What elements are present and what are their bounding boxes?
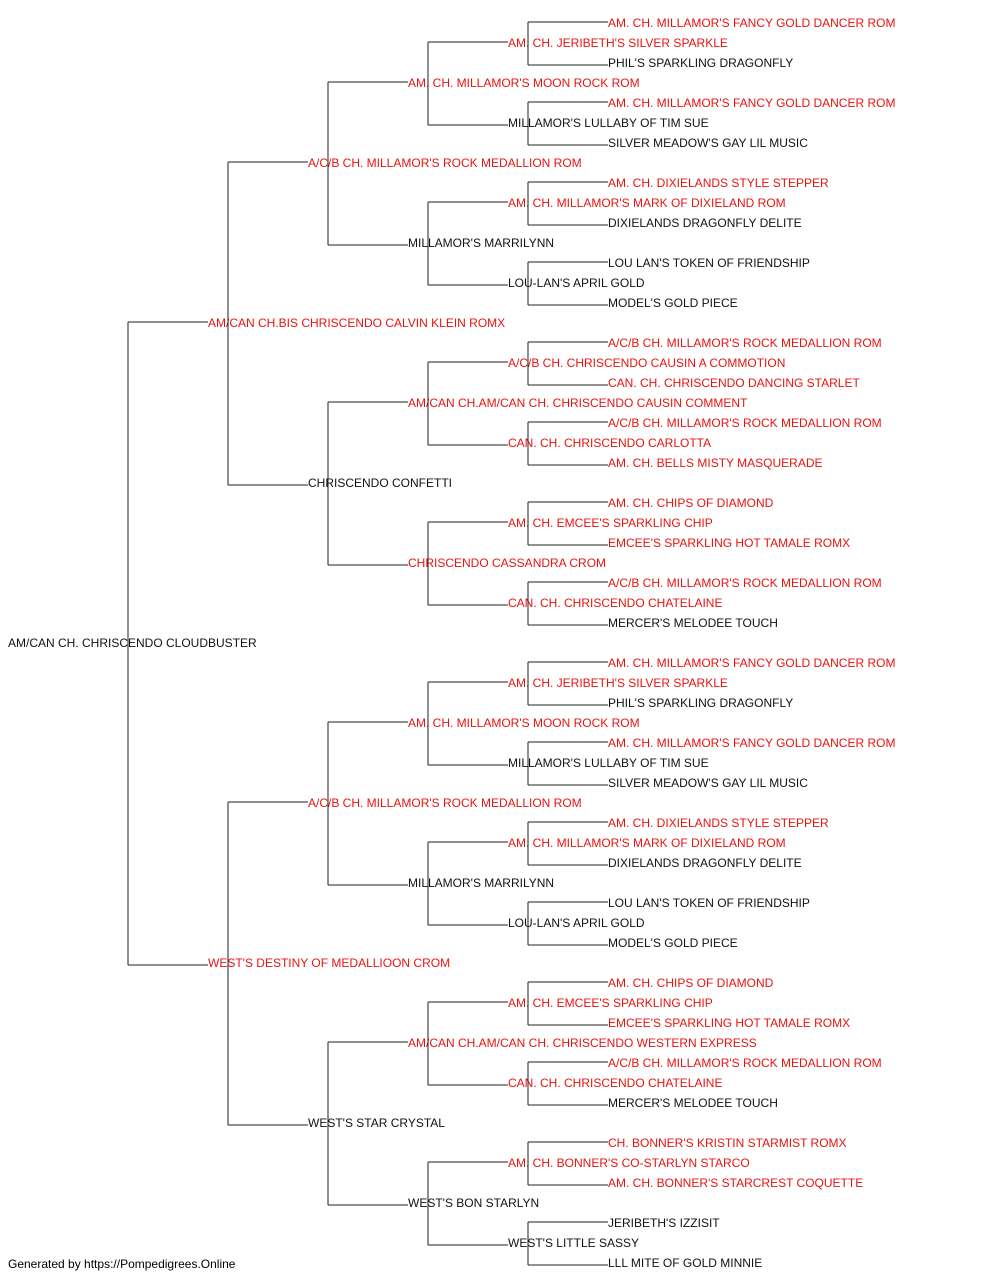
- dog-name-gen5: MODEL'S GOLD PIECE: [608, 936, 738, 950]
- dog-name-gen2: A/C/B CH. MILLAMOR'S ROCK MEDALLION ROM: [308, 796, 582, 810]
- dog-name-gen4: MILLAMOR'S LULLABY OF TIM SUE: [508, 756, 709, 770]
- dog-name-gen3: WEST'S BON STARLYN: [408, 1196, 539, 1210]
- dog-name-gen5: AM. CH. BONNER'S STARCREST COQUETTE: [608, 1176, 863, 1190]
- dog-name-gen5: JERIBETH'S IZZISIT: [608, 1216, 720, 1230]
- dog-name-gen1: AM/CAN CH.BIS CHRISCENDO CALVIN KLEIN RO…: [208, 316, 505, 330]
- dog-name-gen5: AM. CH. DIXIELANDS STYLE STEPPER: [608, 816, 829, 830]
- dog-name-gen3: MILLAMOR'S MARRILYNN: [408, 876, 554, 890]
- dog-name-gen2: CHRISCENDO CONFETTI: [308, 476, 452, 490]
- dog-name-gen4: AM. CH. MILLAMOR'S MARK OF DIXIELAND ROM: [508, 836, 786, 850]
- dog-name-gen4: LOU-LAN'S APRIL GOLD: [508, 276, 645, 290]
- dog-name-gen5: A/C/B CH. MILLAMOR'S ROCK MEDALLION ROM: [608, 336, 882, 350]
- dog-name-gen5: PHIL'S SPARKLING DRAGONFLY: [608, 56, 793, 70]
- dog-name-gen3: AM/CAN CH.AM/CAN CH. CHRISCENDO CAUSIN C…: [408, 396, 748, 410]
- dog-name-gen5: CAN. CH. CHRISCENDO DANCING STARLET: [608, 376, 860, 390]
- dog-name-gen5: AM. CH. BELLS MISTY MASQUERADE: [608, 456, 823, 470]
- dog-name-gen5: MERCER'S MELODEE TOUCH: [608, 1096, 778, 1110]
- dog-name-gen5: SILVER MEADOW'S GAY LIL MUSIC: [608, 136, 808, 150]
- dog-name-gen3: AM. CH. MILLAMOR'S MOON ROCK ROM: [408, 76, 640, 90]
- dog-name-gen5: PHIL'S SPARKLING DRAGONFLY: [608, 696, 793, 710]
- dog-name-gen4: WEST'S LITTLE SASSY: [508, 1236, 639, 1250]
- dog-name-gen5: A/C/B CH. MILLAMOR'S ROCK MEDALLION ROM: [608, 416, 882, 430]
- dog-name-gen5: LOU LAN'S TOKEN OF FRIENDSHIP: [608, 896, 810, 910]
- dog-name-gen5: AM. CH. DIXIELANDS STYLE STEPPER: [608, 176, 829, 190]
- dog-name-gen4: AM. CH. EMCEE'S SPARKLING CHIP: [508, 516, 713, 530]
- dog-name-gen5: MODEL'S GOLD PIECE: [608, 296, 738, 310]
- dog-name-gen4: CAN. CH. CHRISCENDO CHATELAINE: [508, 596, 722, 610]
- dog-name-gen3: AM/CAN CH.AM/CAN CH. CHRISCENDO WESTERN …: [408, 1036, 757, 1050]
- dog-name-gen5: EMCEE'S SPARKLING HOT TAMALE ROMX: [608, 536, 850, 550]
- dog-name-gen2: A/C/B CH. MILLAMOR'S ROCK MEDALLION ROM: [308, 156, 582, 170]
- dog-name-gen5: LLL MITE OF GOLD MINNIE: [608, 1256, 762, 1270]
- dog-name-gen3: CHRISCENDO CASSANDRA CROM: [408, 556, 606, 570]
- dog-name-gen4: MILLAMOR'S LULLABY OF TIM SUE: [508, 116, 709, 130]
- dog-name-gen5: LOU LAN'S TOKEN OF FRIENDSHIP: [608, 256, 810, 270]
- dog-name-gen5: AM. CH. MILLAMOR'S FANCY GOLD DANCER ROM: [608, 656, 895, 670]
- dog-name-gen5: AM. CH. MILLAMOR'S FANCY GOLD DANCER ROM: [608, 736, 895, 750]
- dog-name-gen4: AM. CH. JERIBETH'S SILVER SPARKLE: [508, 36, 728, 50]
- dog-name-gen4: CAN. CH. CHRISCENDO CHATELAINE: [508, 1076, 722, 1090]
- dog-name-gen5: DIXIELANDS DRAGONFLY DELITE: [608, 856, 802, 870]
- dog-name-gen0: AM/CAN CH. CHRISCENDO CLOUDBUSTER: [8, 636, 257, 650]
- dog-name-gen5: A/C/B CH. MILLAMOR'S ROCK MEDALLION ROM: [608, 576, 882, 590]
- dog-name-gen5: AM. CH. MILLAMOR'S FANCY GOLD DANCER ROM: [608, 16, 895, 30]
- dog-name-gen5: MERCER'S MELODEE TOUCH: [608, 616, 778, 630]
- dog-name-gen5: AM. CH. MILLAMOR'S FANCY GOLD DANCER ROM: [608, 96, 895, 110]
- dog-name-gen5: A/C/B CH. MILLAMOR'S ROCK MEDALLION ROM: [608, 1056, 882, 1070]
- dog-name-gen5: CH. BONNER'S KRISTIN STARMIST ROMX: [608, 1136, 847, 1150]
- dog-name-gen4: A/C/B CH. CHRISCENDO CAUSIN A COMMOTION: [508, 356, 785, 370]
- dog-name-gen4: AM. CH. BONNER'S CO-STARLYN STARCO: [508, 1156, 750, 1170]
- dog-name-gen5: SILVER MEADOW'S GAY LIL MUSIC: [608, 776, 808, 790]
- dog-name-gen1: WEST'S DESTINY OF MEDALLIOON CROM: [208, 956, 450, 970]
- dog-name-gen4: CAN. CH. CHRISCENDO CARLOTTA: [508, 436, 711, 450]
- dog-name-gen3: AM. CH. MILLAMOR'S MOON ROCK ROM: [408, 716, 640, 730]
- dog-name-gen5: AM. CH. CHIPS OF DIAMOND: [608, 976, 774, 990]
- footer-credit: Generated by https://Pompedigrees.Online: [8, 1257, 236, 1271]
- dog-name-gen4: AM. CH. MILLAMOR'S MARK OF DIXIELAND ROM: [508, 196, 786, 210]
- dog-name-gen3: MILLAMOR'S MARRILYNN: [408, 236, 554, 250]
- dog-name-gen4: AM. CH. EMCEE'S SPARKLING CHIP: [508, 996, 713, 1010]
- dog-name-gen5: AM. CH. CHIPS OF DIAMOND: [608, 496, 774, 510]
- dog-name-gen4: LOU-LAN'S APRIL GOLD: [508, 916, 645, 930]
- dog-name-gen5: DIXIELANDS DRAGONFLY DELITE: [608, 216, 802, 230]
- dog-name-gen4: AM. CH. JERIBETH'S SILVER SPARKLE: [508, 676, 728, 690]
- dog-name-gen5: EMCEE'S SPARKLING HOT TAMALE ROMX: [608, 1016, 850, 1030]
- dog-name-gen2: WEST'S STAR CRYSTAL: [308, 1116, 445, 1130]
